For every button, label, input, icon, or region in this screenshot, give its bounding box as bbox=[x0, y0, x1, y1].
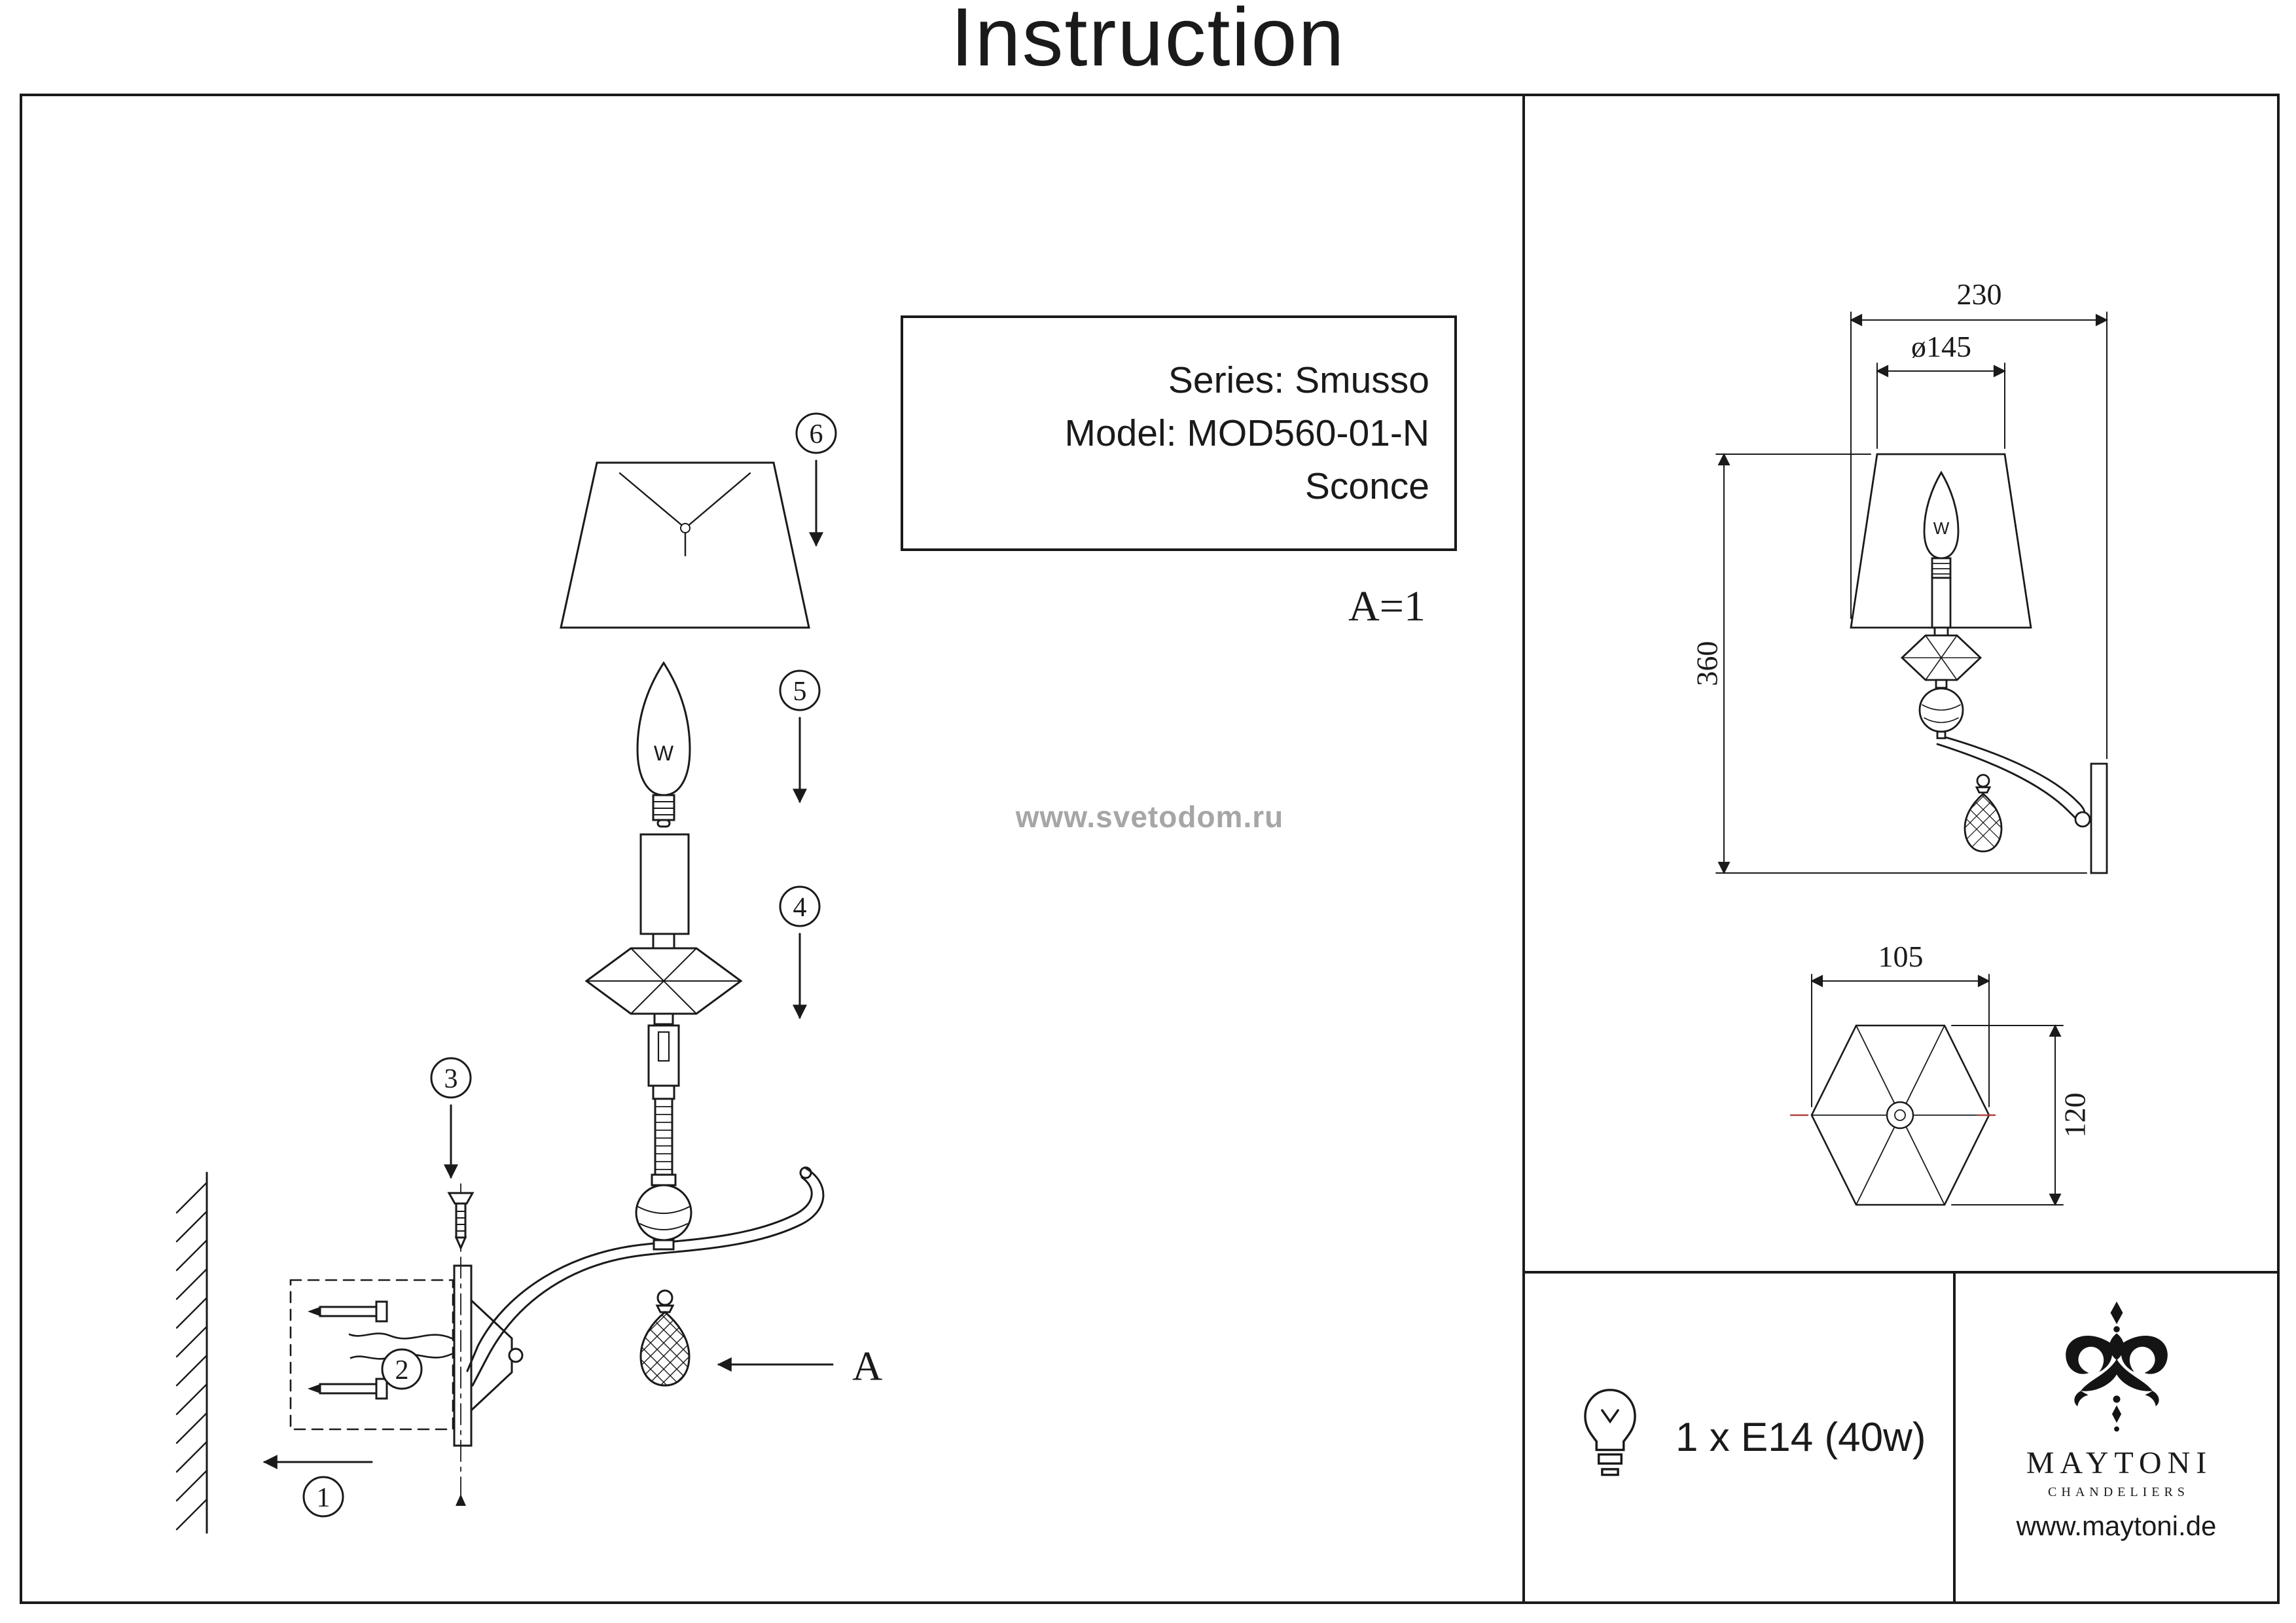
candle-bulb: W bbox=[636, 661, 691, 828]
bottom-view-dimensions: 105 120 bbox=[1810, 940, 2092, 1206]
detail-a-label: A bbox=[852, 1343, 882, 1389]
brand-website: www.maytoni.de bbox=[2016, 1510, 2217, 1541]
step-5-callout: 5 bbox=[779, 669, 821, 804]
step-4-number: 4 bbox=[793, 893, 807, 923]
assembly-diagram: W 6 bbox=[175, 412, 882, 1534]
bulb-spec: 1 x E14 (40w) bbox=[1676, 1415, 1926, 1460]
bulb-icon bbox=[1584, 1389, 1636, 1476]
step-6-callout: 6 bbox=[795, 412, 837, 547]
watermark: www.svetodom.ru bbox=[1015, 800, 1284, 834]
step-5-number: 5 bbox=[793, 677, 807, 707]
product-series: Series: Smusso bbox=[1168, 359, 1429, 401]
main-frame: W 6 bbox=[20, 94, 2280, 1604]
step-4-callout: 4 bbox=[779, 885, 821, 1020]
dim-height-360: 360 bbox=[1691, 641, 1724, 687]
side-view: W bbox=[1850, 453, 2108, 874]
lampshade bbox=[560, 461, 810, 629]
page-title: Instruction bbox=[950, 0, 1346, 83]
bulb-wattage-mark: W bbox=[654, 741, 674, 765]
dimension-drawings: W bbox=[1691, 277, 2108, 1206]
brand-name: MAYTONI bbox=[2026, 1446, 2213, 1480]
side-view-bulb-mark: W bbox=[1933, 518, 1950, 538]
glass-ball bbox=[635, 1173, 692, 1251]
spec-row: 1 x E14 (40w) bbox=[1525, 1271, 2277, 1601]
crystal-drop bbox=[639, 1289, 691, 1387]
bulb-spec-cell: 1 x E14 (40w) bbox=[1525, 1274, 1956, 1601]
dim-base-depth-120: 120 bbox=[2058, 1093, 2092, 1138]
scale-note: A=1 bbox=[1348, 582, 1426, 630]
step-3-callout: 3 bbox=[430, 1057, 472, 1179]
mounting-bracket bbox=[289, 1279, 454, 1431]
bottom-view bbox=[1789, 1024, 1996, 1206]
wall-plate bbox=[453, 1264, 524, 1447]
product-type: Sconce bbox=[1304, 465, 1429, 507]
side-view-dimensions: 230 ø145 360 bbox=[1691, 277, 2108, 874]
step-2-number: 2 bbox=[395, 1355, 409, 1385]
dim-shade-diameter-145: ø145 bbox=[1911, 330, 1971, 363]
product-info-box: Series: Smusso Model: MOD560-01-N Sconce bbox=[901, 315, 1457, 551]
detail-a-callout: A bbox=[717, 1343, 882, 1389]
step-6-number: 6 bbox=[810, 419, 823, 450]
step-2-callout: 2 bbox=[381, 1348, 423, 1390]
bracket-screw-top bbox=[308, 1300, 388, 1323]
mounting-screw bbox=[447, 1183, 475, 1506]
dim-base-width-105: 105 bbox=[1878, 940, 1924, 973]
brand-cell: MAYTONI CHANDELIERS www.maytoni.de bbox=[1956, 1274, 2277, 1601]
maytoni-ornament-logo bbox=[2065, 1301, 2168, 1432]
crystal-bobeche bbox=[584, 933, 743, 1026]
hook-connector bbox=[647, 1024, 680, 1100]
threaded-rod bbox=[654, 1097, 673, 1176]
step-1-callout: 1 bbox=[262, 1455, 373, 1518]
brand-subtitle: CHANDELIERS bbox=[2048, 1485, 2189, 1499]
dimensions-area: W bbox=[1522, 96, 2277, 1601]
step-3-number: 3 bbox=[444, 1064, 458, 1094]
bracket-screw-bottom bbox=[308, 1378, 388, 1400]
wall-section bbox=[175, 1171, 208, 1534]
step-1-number: 1 bbox=[317, 1483, 331, 1513]
candle-sleeve bbox=[639, 833, 690, 935]
dim-width-230: 230 bbox=[1957, 277, 2002, 311]
assembly-area: W 6 bbox=[22, 96, 1522, 1601]
product-model: Model: MOD560-01-N bbox=[1064, 412, 1429, 454]
